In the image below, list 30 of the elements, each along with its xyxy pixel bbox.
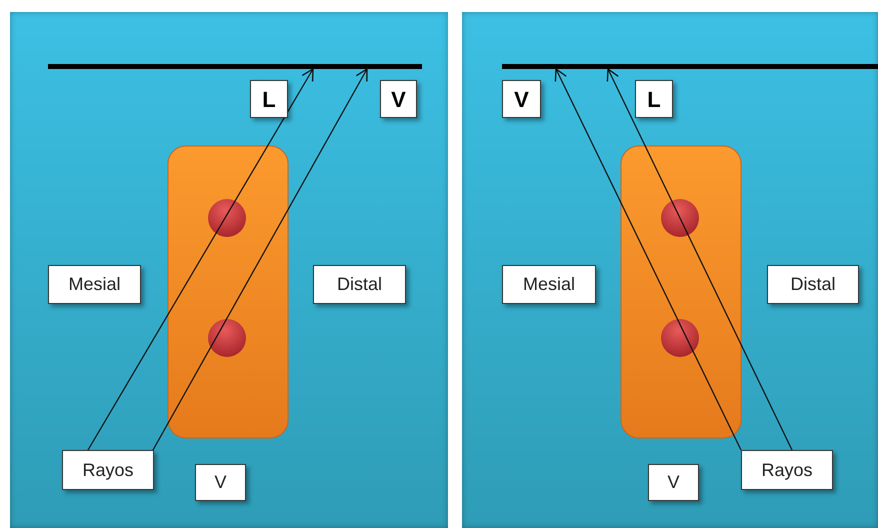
panel-background bbox=[10, 12, 448, 528]
label-box bbox=[313, 265, 406, 304]
ray-arrow bbox=[152, 68, 368, 450]
label-box bbox=[380, 80, 417, 118]
ray-arrow bbox=[554, 68, 742, 450]
label-text: Distal bbox=[790, 273, 836, 296]
label-box bbox=[648, 464, 699, 501]
label-text: V bbox=[214, 471, 226, 494]
label-box bbox=[741, 450, 833, 490]
label-text: L bbox=[647, 86, 661, 114]
label-text: Rayos bbox=[761, 458, 813, 482]
label-box bbox=[62, 450, 154, 490]
label-box bbox=[502, 80, 541, 118]
label-text: V bbox=[667, 471, 680, 494]
label-box bbox=[502, 265, 596, 304]
label-box bbox=[767, 265, 859, 304]
panel-background bbox=[462, 12, 878, 528]
label-text: Distal bbox=[336, 273, 382, 296]
label-text: Rayos bbox=[82, 458, 134, 482]
label-box bbox=[635, 80, 673, 118]
ray-arrow bbox=[606, 68, 793, 450]
label-text: L bbox=[262, 86, 276, 114]
label-text: V bbox=[391, 86, 406, 114]
label-box bbox=[48, 265, 141, 304]
label-text: Mesial bbox=[68, 273, 120, 296]
ray-arrow bbox=[87, 68, 314, 450]
label-box bbox=[250, 80, 288, 118]
label-text: V bbox=[514, 86, 529, 114]
label-box bbox=[195, 464, 246, 501]
label-text: Mesial bbox=[522, 273, 575, 296]
